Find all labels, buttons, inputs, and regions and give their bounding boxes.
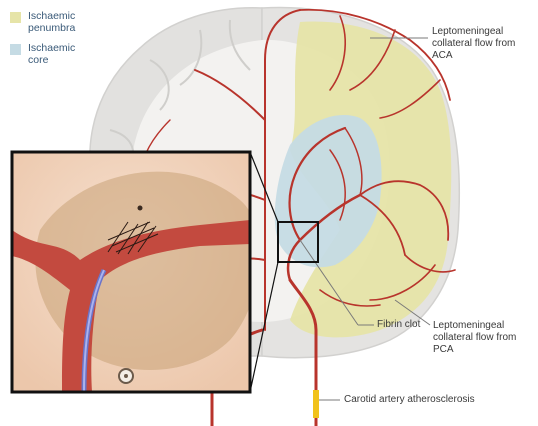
legend-item-penumbra: Ischaemic penumbra xyxy=(10,10,98,34)
legend-item-core: Ischaemic core xyxy=(10,42,98,66)
label-carotid-atherosclerosis: Carotid artery atherosclerosis xyxy=(344,394,524,406)
label-pca-collateral: Leptomeningeal collateral flow from PCA xyxy=(433,320,529,356)
penumbra-swatch xyxy=(10,12,21,23)
carotid-plaque xyxy=(313,390,319,418)
legend-label-core: Ischaemic core xyxy=(28,42,98,66)
core-swatch xyxy=(10,44,21,55)
label-aca-collateral: Leptomeningeal collateral flow from ACA xyxy=(432,26,528,62)
inset-magnified-view xyxy=(12,152,260,392)
label-fibrin-clot: Fibrin clot xyxy=(377,319,437,331)
legend: Ischaemic penumbra Ischaemic core xyxy=(10,10,98,74)
legend-label-penumbra: Ischaemic penumbra xyxy=(28,10,98,34)
